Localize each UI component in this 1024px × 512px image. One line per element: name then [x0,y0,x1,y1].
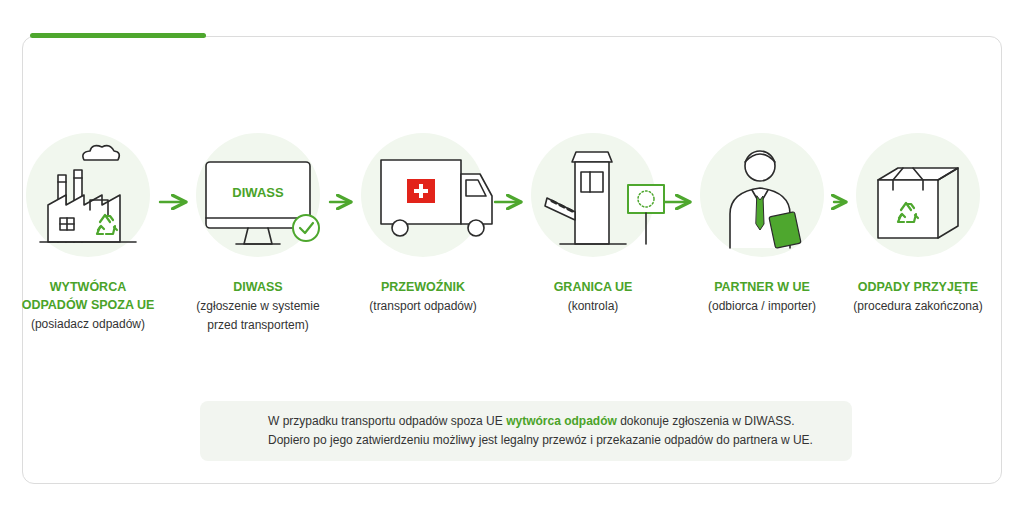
step-title: GRANICA UE [523,278,663,296]
flow-arrow [330,201,351,203]
step-note: (zgłoszenie w systemie przed transportem… [188,297,328,334]
step-title: WYTWÓRCA ODPADÓW SPOZA UE [18,278,158,314]
step-title: PRZEWOŹNIK [353,278,493,296]
highlight-text: wytwórca odpadów [506,414,617,428]
partner-step: PARTNER W UE(odbiorca / importer) [692,135,832,316]
border-step: GRANICA UE(kontrola) [523,135,663,316]
step-title: PARTNER W UE [692,278,832,296]
step-note: (transport odpadów) [353,297,493,316]
flow-arrow [495,201,521,203]
person-icon [730,151,801,248]
step-note: (posiadacz odpadów) [18,315,158,334]
step-title: ODPADY PRZYJĘTE [848,278,988,296]
carrier-step: PRZEWOŹNIK(transport odpadów) [353,135,493,316]
box-icon [878,168,958,238]
flow-arrow [160,201,186,203]
step-note: (procedura zakończona) [848,297,988,316]
producer-step: WYTWÓRCA ODPADÓW SPOZA UE(posiadacz odpa… [18,135,158,334]
flow-arrow [834,201,846,203]
step-title: DIWASS [188,278,328,296]
accent-bar [30,33,206,38]
border-icon [545,152,664,244]
step-note: (kontrola) [523,297,663,316]
flow-arrow [665,201,690,203]
step-note: (odbiorca / importer) [692,297,832,316]
truck-icon [381,160,492,236]
factory-icon [40,146,136,242]
accepted-step: ODPADY PRZYJĘTE(procedura zakończona) [848,135,988,316]
info-box: W przypadku transportu odpadów spoza UE … [200,401,852,461]
note-text: W przypadku transportu odpadów spoza UE [268,414,503,428]
monitor-icon [206,162,319,244]
system-step: DIWASS(zgłoszenie w systemie przed trans… [188,135,328,334]
screen-label: DIWASS [232,185,283,200]
